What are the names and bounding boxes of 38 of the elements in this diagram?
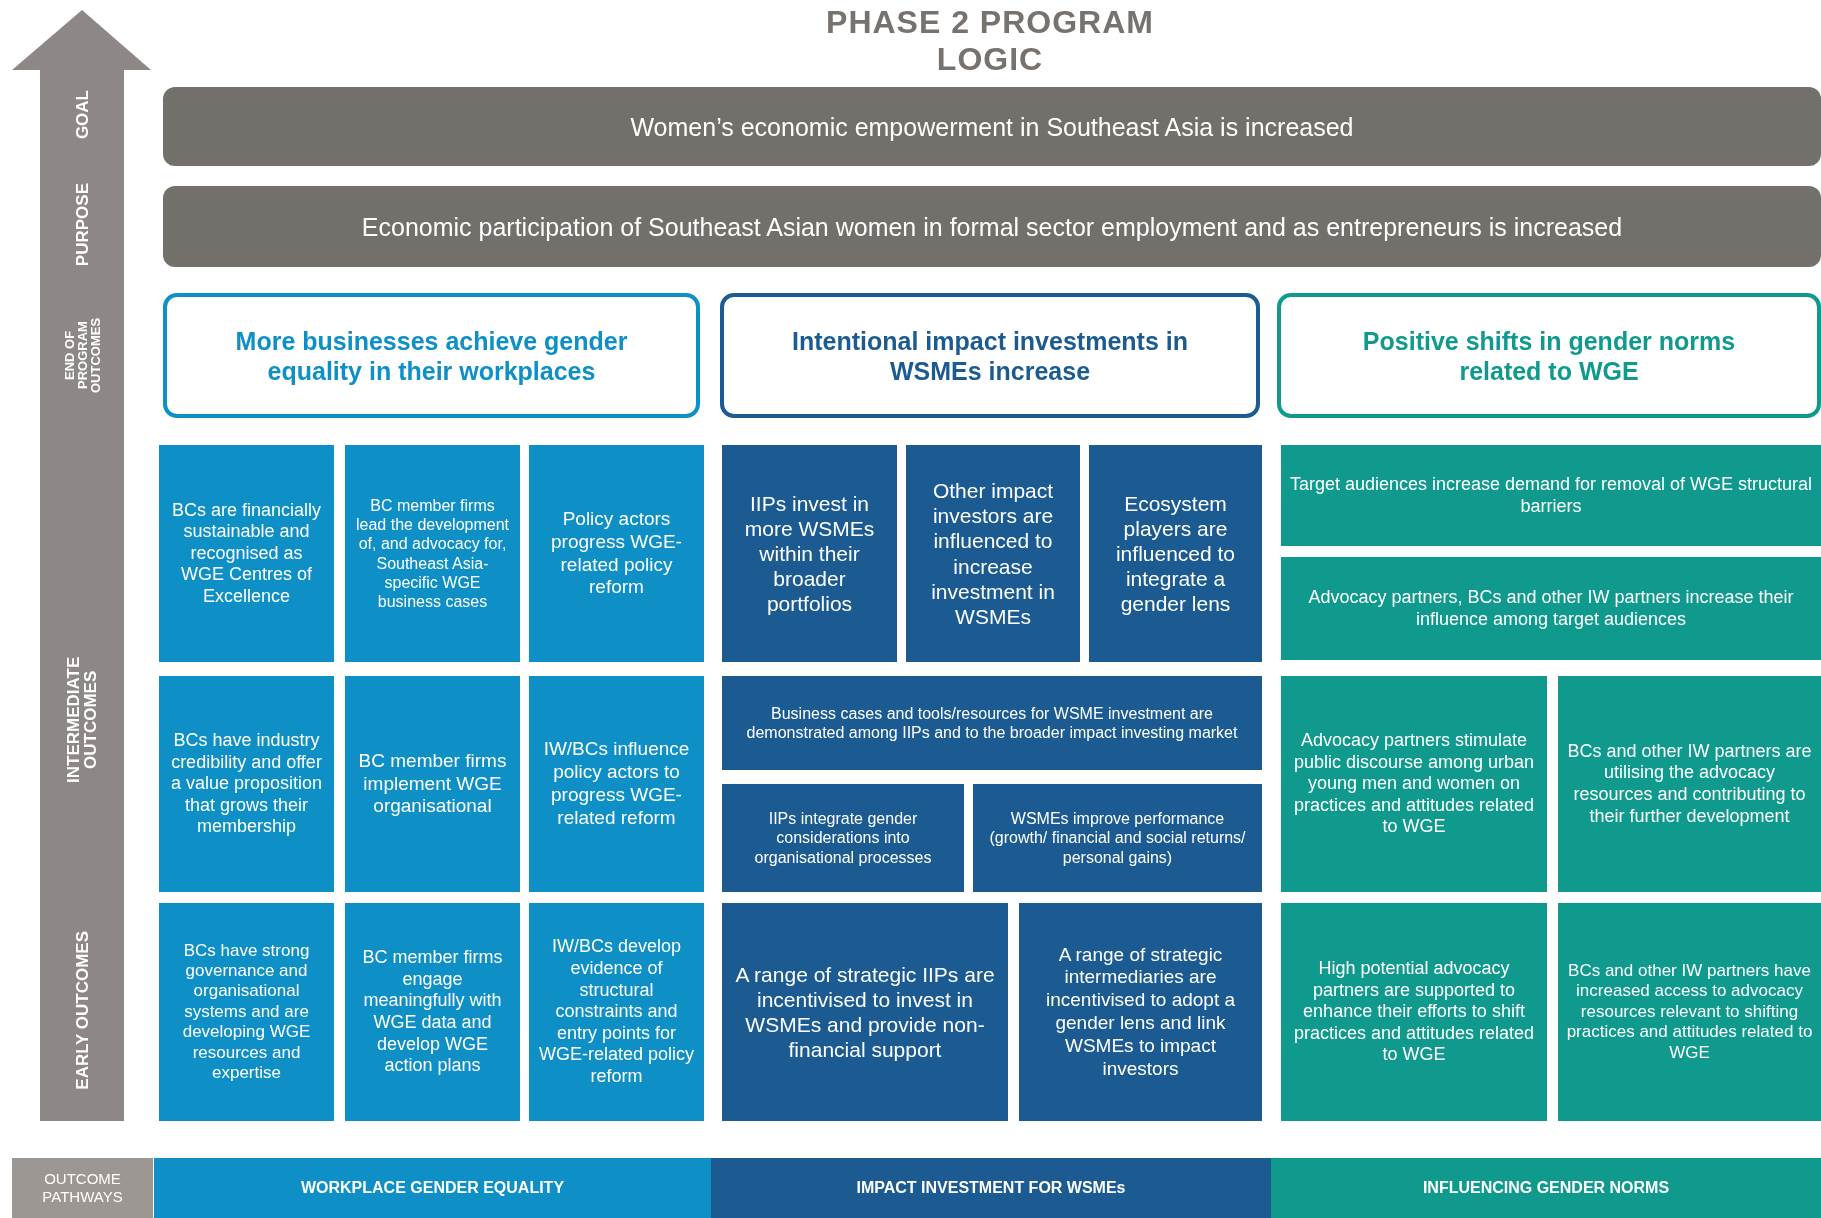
banner: Women’s economic empowerment in Southeast Asia is increased [163, 87, 1821, 166]
outcome-box: BC member firms implement WGE organisational [345, 676, 520, 892]
outcome-box: BC member firms engage meaningfully with WGE data and develop WGE action plans [345, 903, 520, 1121]
outcome-box: IW/BCs influence policy actors to progress WGE-related reform [529, 676, 704, 892]
row-label: END OF PROGRAM OUTCOMES [62, 316, 102, 395]
pathway-band: OUTCOME PATHWAYS [12, 1158, 153, 1218]
outcome-box: More businesses achieve gender equality in their workplaces [163, 293, 700, 418]
outcome-box: WSMEs improve performance (growth/ financial and social returns/ personal gains) [973, 784, 1262, 892]
row-label: PURPOSE [73, 183, 91, 267]
outcome-box: Positive shifts in gender norms related to WGE [1277, 293, 1821, 418]
outcome-box: Ecosystem players are influenced to integrate a gender lens [1089, 445, 1262, 662]
banner: Economic participation of Southeast Asian women in formal sector employment and as entrepreneurs is increased [163, 186, 1821, 267]
outcome-box: A range of strategic intermediaries are incentivised to adopt a gender lens and link WSMEs to impact investors [1019, 903, 1262, 1121]
row-label: EARLY OUTCOMES [73, 930, 91, 1090]
outcome-box: Intentional impact investments in WSMEs increase [720, 293, 1260, 418]
outcome-box: Business cases and tools/resources for WSME investment are demonstrated among IIPs and to the broader impact investing market [722, 676, 1262, 770]
outcome-box: Other impact investors are influenced to increase investment in WSMEs [906, 445, 1080, 662]
outcome-box: Policy actors progress WGE-related policy reform [529, 445, 704, 662]
pathway-band: WORKPLACE GENDER EQUALITY [154, 1158, 711, 1218]
pathway-band: INFLUENCING GENDER NORMS [1271, 1158, 1821, 1218]
outcome-box: BCs are financially sustainable and recognised as WGE Centres of Excellence [159, 445, 334, 662]
outcome-box: Target audiences increase demand for removal of WGE structural barriers [1281, 445, 1821, 546]
row-label: GOAL [73, 90, 91, 140]
outcome-box: A range of strategic IIPs are incentivised to invest in WSMEs and provide non-financial support [722, 903, 1008, 1121]
outcome-box: BCs and other IW partners are utilising the advocacy resources and contributing to their further development [1558, 676, 1821, 892]
diagram-title: PHASE 2 PROGRAM LOGIC [825, 4, 1155, 78]
outcome-box: Advocacy partners, BCs and other IW partners increase their influence among target audiences [1281, 557, 1821, 660]
outcome-box: BC member firms lead the development of, and advocacy for, Southeast Asia-specific WGE business cases [345, 445, 520, 662]
row-label: INTERMEDIATE OUTCOMES [65, 655, 99, 786]
outcome-box: BCs and other IW partners have increased access to advocacy resources relevant to shifting practices and attitudes related to WGE [1558, 903, 1821, 1121]
outcome-box: IW/BCs develop evidence of structural constraints and entry points for WGE-related policy reform [529, 903, 704, 1121]
outcome-box: IIPs integrate gender considerations into organisational processes [722, 784, 964, 892]
outcome-box: BCs have industry credibility and offer a value proposition that grows their membership [159, 676, 334, 892]
outcome-box: High potential advocacy partners are supported to enhance their efforts to shift practices and attitudes related to WGE [1281, 903, 1547, 1121]
outcome-box: IIPs invest in more WSMEs within their broader portfolios [722, 445, 897, 662]
pathway-band: IMPACT INVESTMENT FOR WSMEs [711, 1158, 1271, 1218]
outcome-box: BCs have strong governance and organisational systems and are developing WGE resources and expertise [159, 903, 334, 1121]
outcome-box: Advocacy partners stimulate public discourse among urban young men and women on practices and attitudes related to WGE [1281, 676, 1547, 892]
